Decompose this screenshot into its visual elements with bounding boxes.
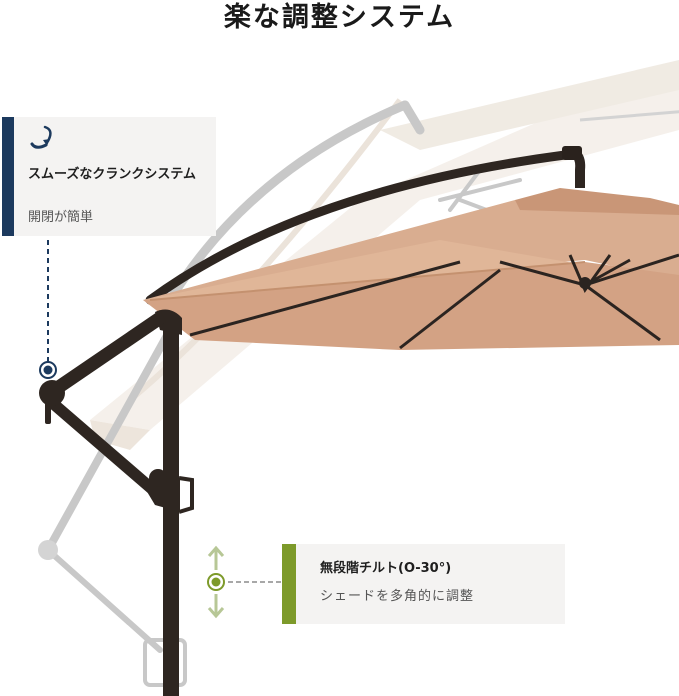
crank-callout: スムーズなクランクシステム 開閉が簡単 xyxy=(2,117,216,236)
tilt-heading: 無段階チルト(O-30°) xyxy=(320,561,452,576)
canopy xyxy=(143,188,679,350)
page-title: 楽な調整システム xyxy=(223,2,456,33)
tilt-subtext: シェードを多角的に調整 xyxy=(320,589,475,604)
pole-frame xyxy=(39,309,194,696)
crank-accent-bar xyxy=(2,117,14,236)
main-arm xyxy=(145,150,570,305)
tilt-callout: 無段階チルト(O-30°) シェードを多角的に調整 xyxy=(282,544,565,624)
crank-subtext: 開閉が簡単 xyxy=(28,210,94,225)
crank-heading: スムーズなクランクシステム xyxy=(28,167,196,182)
tilt-marker-icon xyxy=(207,545,225,619)
crank-rotate-icon xyxy=(30,125,52,149)
tilt-accent-bar xyxy=(282,544,296,624)
